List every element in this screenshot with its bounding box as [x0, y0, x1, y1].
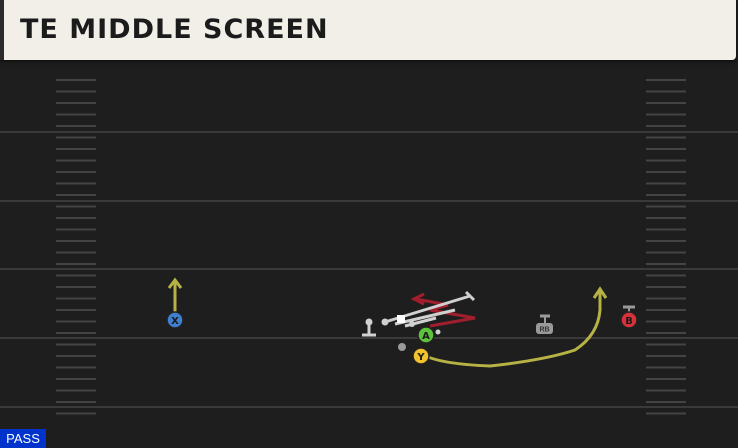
player-a: A	[417, 326, 435, 344]
lineman	[435, 329, 441, 335]
player-b-label: B	[625, 316, 633, 327]
route-a	[415, 297, 476, 328]
hash-marks	[56, 79, 686, 415]
player-a-button	[417, 326, 435, 344]
player-rb-badge	[536, 323, 553, 334]
route-x-arrowhead	[167, 277, 183, 289]
player-rb: RB	[536, 314, 553, 334]
yard-lines	[0, 131, 738, 408]
player-rb-label: RB	[539, 327, 549, 334]
player-y: Y	[412, 347, 430, 365]
route-y	[423, 292, 602, 368]
player-markers: X AY B	[166, 311, 638, 365]
player-b: B	[620, 311, 638, 329]
block-end	[464, 290, 476, 302]
route-y-arrowhead	[592, 286, 608, 299]
player-b-button	[620, 311, 638, 329]
title-accent	[0, 0, 4, 60]
player-x-label: X	[171, 316, 179, 327]
player-x: X	[166, 311, 184, 329]
player-a-label: A	[422, 331, 430, 342]
player-x-button	[166, 311, 184, 329]
play-title: TE MIDDLE SCREEN	[20, 14, 329, 45]
lineman	[409, 321, 415, 327]
player-y-button	[412, 347, 430, 365]
lineman-center	[397, 315, 405, 323]
blocking-assignments	[362, 290, 476, 351]
play-type-badge: PASS	[0, 429, 46, 448]
lineman	[381, 318, 389, 326]
player-y-label: Y	[416, 352, 425, 363]
quarterback	[398, 343, 406, 351]
title-bar: TE MIDDLE SCREEN	[0, 0, 736, 60]
play-field: RB X AY B	[0, 79, 738, 415]
route-a-arrowhead	[410, 292, 425, 306]
